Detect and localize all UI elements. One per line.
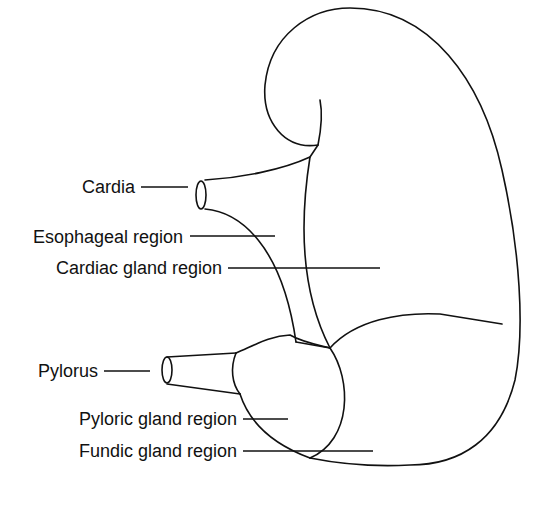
leader-line	[104, 370, 150, 371]
pyloric-outline	[236, 335, 330, 353]
pylorus-opening	[162, 357, 172, 383]
region-boundary	[330, 314, 502, 348]
pyloric-outline	[233, 353, 240, 394]
region-label: Cardia	[82, 177, 135, 197]
fundus-fold	[318, 100, 321, 145]
region-label: Esophageal region	[33, 227, 183, 247]
region-label: Pylorus	[38, 361, 98, 381]
stomach-outline	[205, 8, 520, 466]
region-label: Fundic gland region	[79, 441, 237, 461]
region-boundary	[310, 348, 345, 458]
leader-line	[190, 235, 275, 236]
region-label: Cardiac gland region	[56, 258, 222, 278]
pylorus-tube	[167, 384, 240, 394]
pylorus-tube	[167, 353, 236, 357]
cardia-opening	[196, 181, 206, 209]
leader-line	[141, 186, 188, 187]
leader-line	[243, 450, 373, 451]
region-boundary	[304, 157, 330, 348]
region-label: Pyloric gland region	[79, 409, 237, 429]
leader-line	[228, 267, 380, 268]
leader-line	[243, 418, 288, 419]
pyloric-outline	[240, 394, 310, 458]
